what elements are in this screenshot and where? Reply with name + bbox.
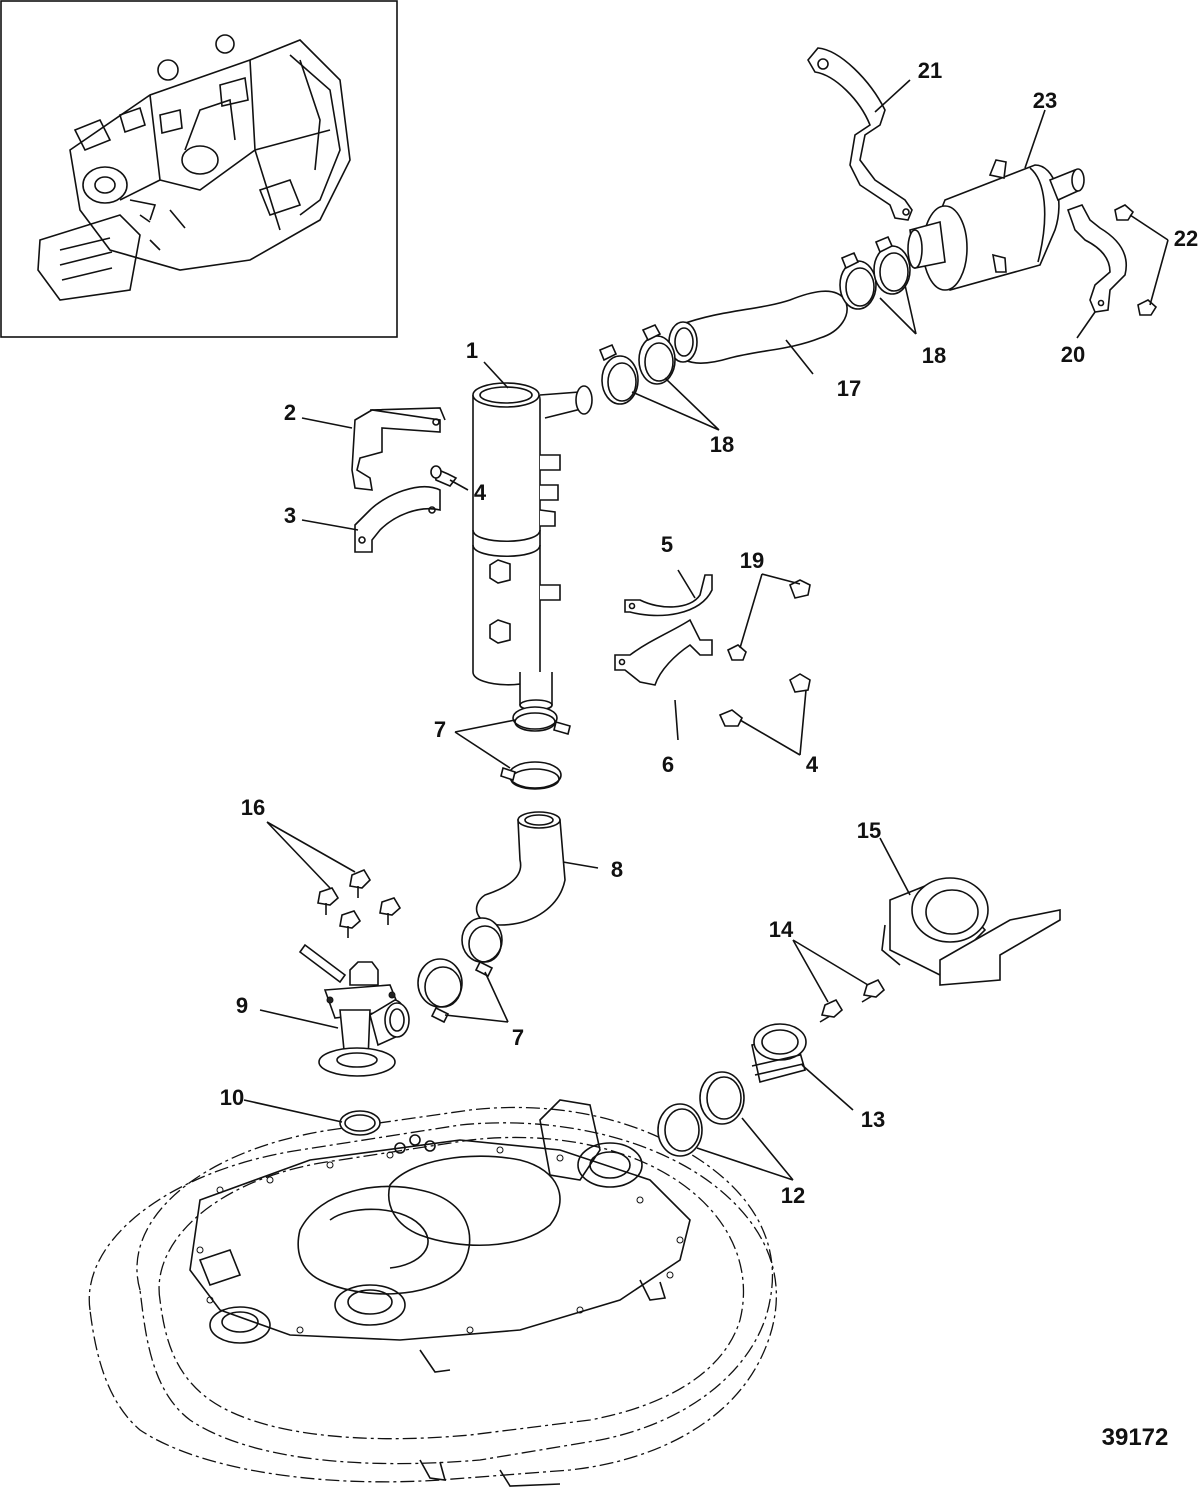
clamp-half-6	[614, 618, 713, 686]
callout-1: 1	[466, 338, 478, 363]
bolt-4-right-b	[718, 709, 744, 727]
cooler-body	[472, 382, 593, 712]
figure-number: 39172	[1102, 1424, 1169, 1451]
callout-14: 14	[769, 917, 794, 942]
curved-hose-17	[668, 290, 848, 364]
callout-10: 10	[220, 1085, 244, 1110]
o-ring-10	[339, 1110, 381, 1136]
callout-16: 16	[241, 795, 265, 820]
callout-7-lower: 7	[512, 1025, 524, 1050]
callout-18-left: 18	[710, 432, 734, 457]
bolt-19-b	[726, 644, 747, 661]
callout-12: 12	[781, 1183, 805, 1208]
callout-21: 21	[918, 58, 942, 83]
callout-18-right: 18	[922, 343, 946, 368]
hose-clamp-7-upper	[500, 706, 571, 790]
callout-20: 20	[1061, 342, 1085, 367]
gaskets-12	[657, 1071, 745, 1157]
clamp-half-5	[624, 574, 713, 617]
filter-23	[907, 159, 1085, 291]
hose-clamps-18-right	[839, 235, 911, 310]
bolt-19-a	[788, 579, 811, 599]
leader-lines	[243, 79, 1169, 1181]
bracket-20	[1066, 204, 1127, 313]
callout-9: 9	[236, 993, 248, 1018]
callout-5: 5	[661, 532, 673, 557]
callout-3: 3	[284, 503, 296, 528]
bolt-4-upper	[430, 465, 458, 487]
strainer-15	[881, 877, 1061, 986]
callout-19: 19	[740, 548, 764, 573]
elbow-hose-8	[475, 811, 566, 926]
bolts-22	[1114, 204, 1158, 316]
engine-locator-inset	[0, 0, 398, 338]
callout-4-upper: 4	[474, 480, 487, 505]
callout-23: 23	[1033, 88, 1057, 113]
callout-6: 6	[662, 752, 674, 777]
bolts-14	[819, 978, 886, 1023]
callout-4-right: 4	[806, 752, 819, 777]
bracket-21	[807, 47, 913, 221]
transmission-case	[88, 1099, 777, 1487]
hose-clamps-18-left	[598, 323, 676, 405]
callout-2: 2	[284, 400, 296, 425]
hose-clamp-7-lower	[417, 917, 503, 1024]
callout-labels: 1 2 3 4 4 5 6 7 7 8 9 10 12 13 14 15 16 …	[220, 58, 1198, 1208]
callout-8: 8	[611, 857, 623, 882]
bolt-4-right-a	[788, 673, 811, 693]
callout-7-upper: 7	[434, 717, 446, 742]
adapter-13	[751, 1023, 807, 1083]
callout-13: 13	[861, 1107, 885, 1132]
callout-17: 17	[837, 376, 861, 401]
callout-22: 22	[1174, 226, 1198, 251]
callout-15: 15	[857, 818, 881, 843]
valve-9	[298, 943, 410, 1077]
upper-bracket-2	[351, 407, 446, 491]
lower-bracket-3	[354, 486, 441, 553]
bolts-16	[317, 868, 402, 938]
